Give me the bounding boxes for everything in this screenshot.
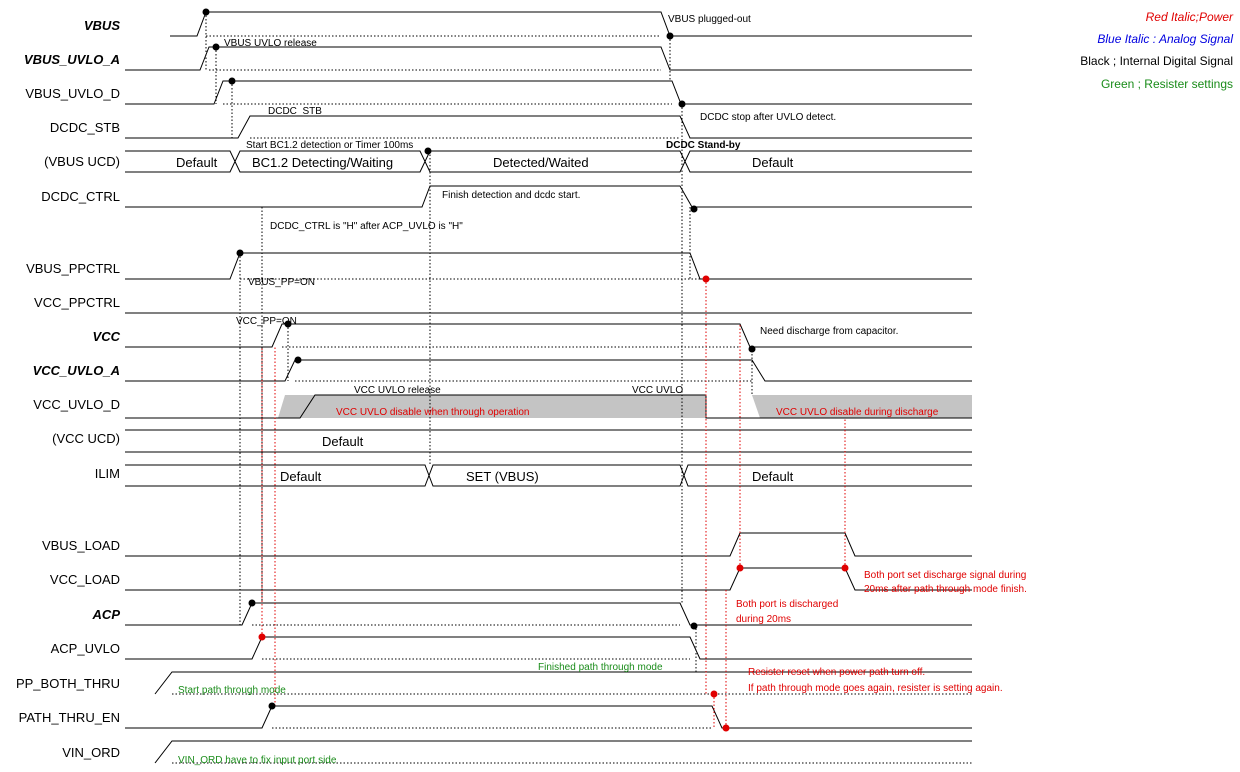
signal-name-pp-both-thru: PP_BOTH_THRU xyxy=(16,676,120,691)
wave-path-thru-en xyxy=(125,705,972,729)
note-dcdc-stop: DCDC stop after UVLO detect. xyxy=(700,112,836,123)
note-start-bc12: Start BC1.2 detection or Timer 100ms xyxy=(246,140,413,151)
signal-name-dcdc-stb: DCDC_STB xyxy=(50,120,120,135)
note-vcc-uvlo-disable-discharge: VCC UVLO disable during discharge xyxy=(776,407,939,418)
note-need-discharge: Need discharge from capacitor. xyxy=(760,326,898,337)
bus-label-ilim-default-1: Default xyxy=(280,469,322,484)
signal-name-acp: ACP xyxy=(92,607,121,622)
causality-arrows xyxy=(205,12,753,672)
wave-vbus-ppctrl xyxy=(125,252,972,280)
vcc-uvlo-disable-discharge-area xyxy=(752,395,972,418)
bus-label-vbus-ucd-detected: Detected/Waited xyxy=(493,155,589,170)
note-vin-ord-fix: VIN_ORD have to fix input port side xyxy=(178,755,337,766)
wave-vbus-uvlo-d xyxy=(125,80,972,105)
signal-name-vbus-load: VBUS_LOAD xyxy=(42,538,120,553)
signal-name-vbus: VBUS xyxy=(84,18,120,33)
note-vbus-plugged-out: VBUS plugged-out xyxy=(668,14,751,25)
wave-vbus-uvlo-a xyxy=(125,46,972,71)
vcc-uvlo-disable-through-area xyxy=(278,395,706,418)
note-vbus-uvlo-release: VBUS UVLO release xyxy=(224,38,317,49)
wave-dcdc-stb xyxy=(125,115,972,139)
note-dcdc-standby: DCDC Stand-by xyxy=(666,140,741,151)
bus-label-ilim-default-2: Default xyxy=(752,469,794,484)
signal-name-vin-ord: VIN_ORD xyxy=(62,745,120,760)
bus-label-ilim-set: SET (VBUS) xyxy=(466,469,539,484)
note-vcc-pp-on: VCC_PP=ON xyxy=(236,316,297,327)
wave-dcdc-ctrl xyxy=(125,185,972,208)
wave-vcc-uvlo-d xyxy=(125,394,972,419)
wave-acp-uvlo xyxy=(125,636,972,660)
note-both-port-discharged-1: Both port is discharged xyxy=(736,599,838,610)
legend-power: Red Italic;Power xyxy=(1146,10,1234,24)
note-vcc-uvlo-release: VCC UVLO release xyxy=(354,385,441,396)
signal-name-path-thru-en: PATH_THRU_EN xyxy=(19,710,120,725)
wave-vcc-uvlo-a xyxy=(125,359,972,382)
note-both-port-set-2: 20ms after path through mode finish. xyxy=(864,584,1027,595)
legend-analog: Blue Italic : Analog Signal xyxy=(1097,32,1233,46)
wave-acp xyxy=(125,602,972,626)
note-finish-detection: Finish detection and dcdc start. xyxy=(442,190,580,201)
bus-label-vcc-ucd-default: Default xyxy=(322,434,364,449)
note-dcdc-stb: DCDC_STB xyxy=(268,106,322,117)
bus-label-vbus-ucd-default-1: Default xyxy=(176,155,218,170)
note-vbus-pp-on: VBUS_PP=ON xyxy=(248,277,315,288)
note-start-path-through: Start path through mode xyxy=(178,685,286,696)
wave-vin-ord xyxy=(154,740,972,764)
note-vcc-uvlo-disable-through: VCC UVLO disable when through operation xyxy=(336,407,529,418)
legend-register: Green ; Resister settings xyxy=(1101,77,1233,91)
note-resister-reset-1: Resister reset when power path turn off. xyxy=(748,667,925,678)
bus-label-vbus-ucd-detecting: BC1.2 Detecting/Waiting xyxy=(252,155,393,170)
signal-name-vbus-uvlo-d: VBUS_UVLO_D xyxy=(25,86,120,101)
event-dots xyxy=(202,8,849,732)
wave-pp-both-thru xyxy=(154,671,972,695)
signal-name-vbus-uvlo-a: VBUS_UVLO_A xyxy=(24,52,120,67)
bus-vcc-ucd xyxy=(125,429,972,453)
signal-name-vcc-uvlo-a: VCC_UVLO_A xyxy=(33,363,120,378)
signal-name-vbus-ppctrl: VBUS_PPCTRL xyxy=(26,261,120,276)
signal-name-acp-uvlo: ACP_UVLO xyxy=(51,641,120,656)
note-both-port-set-1: Both port set discharge signal during xyxy=(864,570,1026,581)
bus-ilim xyxy=(125,464,972,487)
signal-name-dcdc-ctrl: DCDC_CTRL xyxy=(41,189,120,204)
bus-label-vbus-ucd-default-2: Default xyxy=(752,155,794,170)
signal-name-vcc: VCC xyxy=(93,329,121,344)
bus-vbus-ucd xyxy=(125,150,972,173)
red-causality-arrows xyxy=(261,279,846,728)
note-finished-path-through: Finished path through mode xyxy=(538,662,663,673)
signal-name-vcc-uvlo-d: VCC_UVLO_D xyxy=(33,397,120,412)
wave-vcc xyxy=(125,323,972,348)
signal-name-vbus-ucd: (VBUS UCD) xyxy=(44,154,120,169)
wave-vbus xyxy=(170,11,972,37)
signal-name-vcc-ppctrl: VCC_PPCTRL xyxy=(34,295,120,310)
note-resister-reset-2: If path through mode goes again, resiste… xyxy=(748,683,1003,694)
note-dcdc-ctrl-h: DCDC_CTRL is "H" after ACP_UVLO is "H" xyxy=(270,221,463,232)
signal-name-ilim: ILIM xyxy=(95,466,120,481)
note-both-port-discharged-2: during 20ms xyxy=(736,614,791,625)
legend-digital: Black ; Internal Digital Signal xyxy=(1080,54,1233,68)
note-vcc-uvlo: VCC UVLO xyxy=(632,385,683,396)
wave-vbus-load xyxy=(125,532,972,557)
signal-name-vcc-ucd: (VCC UCD) xyxy=(52,431,120,446)
signal-name-vcc-load: VCC_LOAD xyxy=(50,572,120,587)
